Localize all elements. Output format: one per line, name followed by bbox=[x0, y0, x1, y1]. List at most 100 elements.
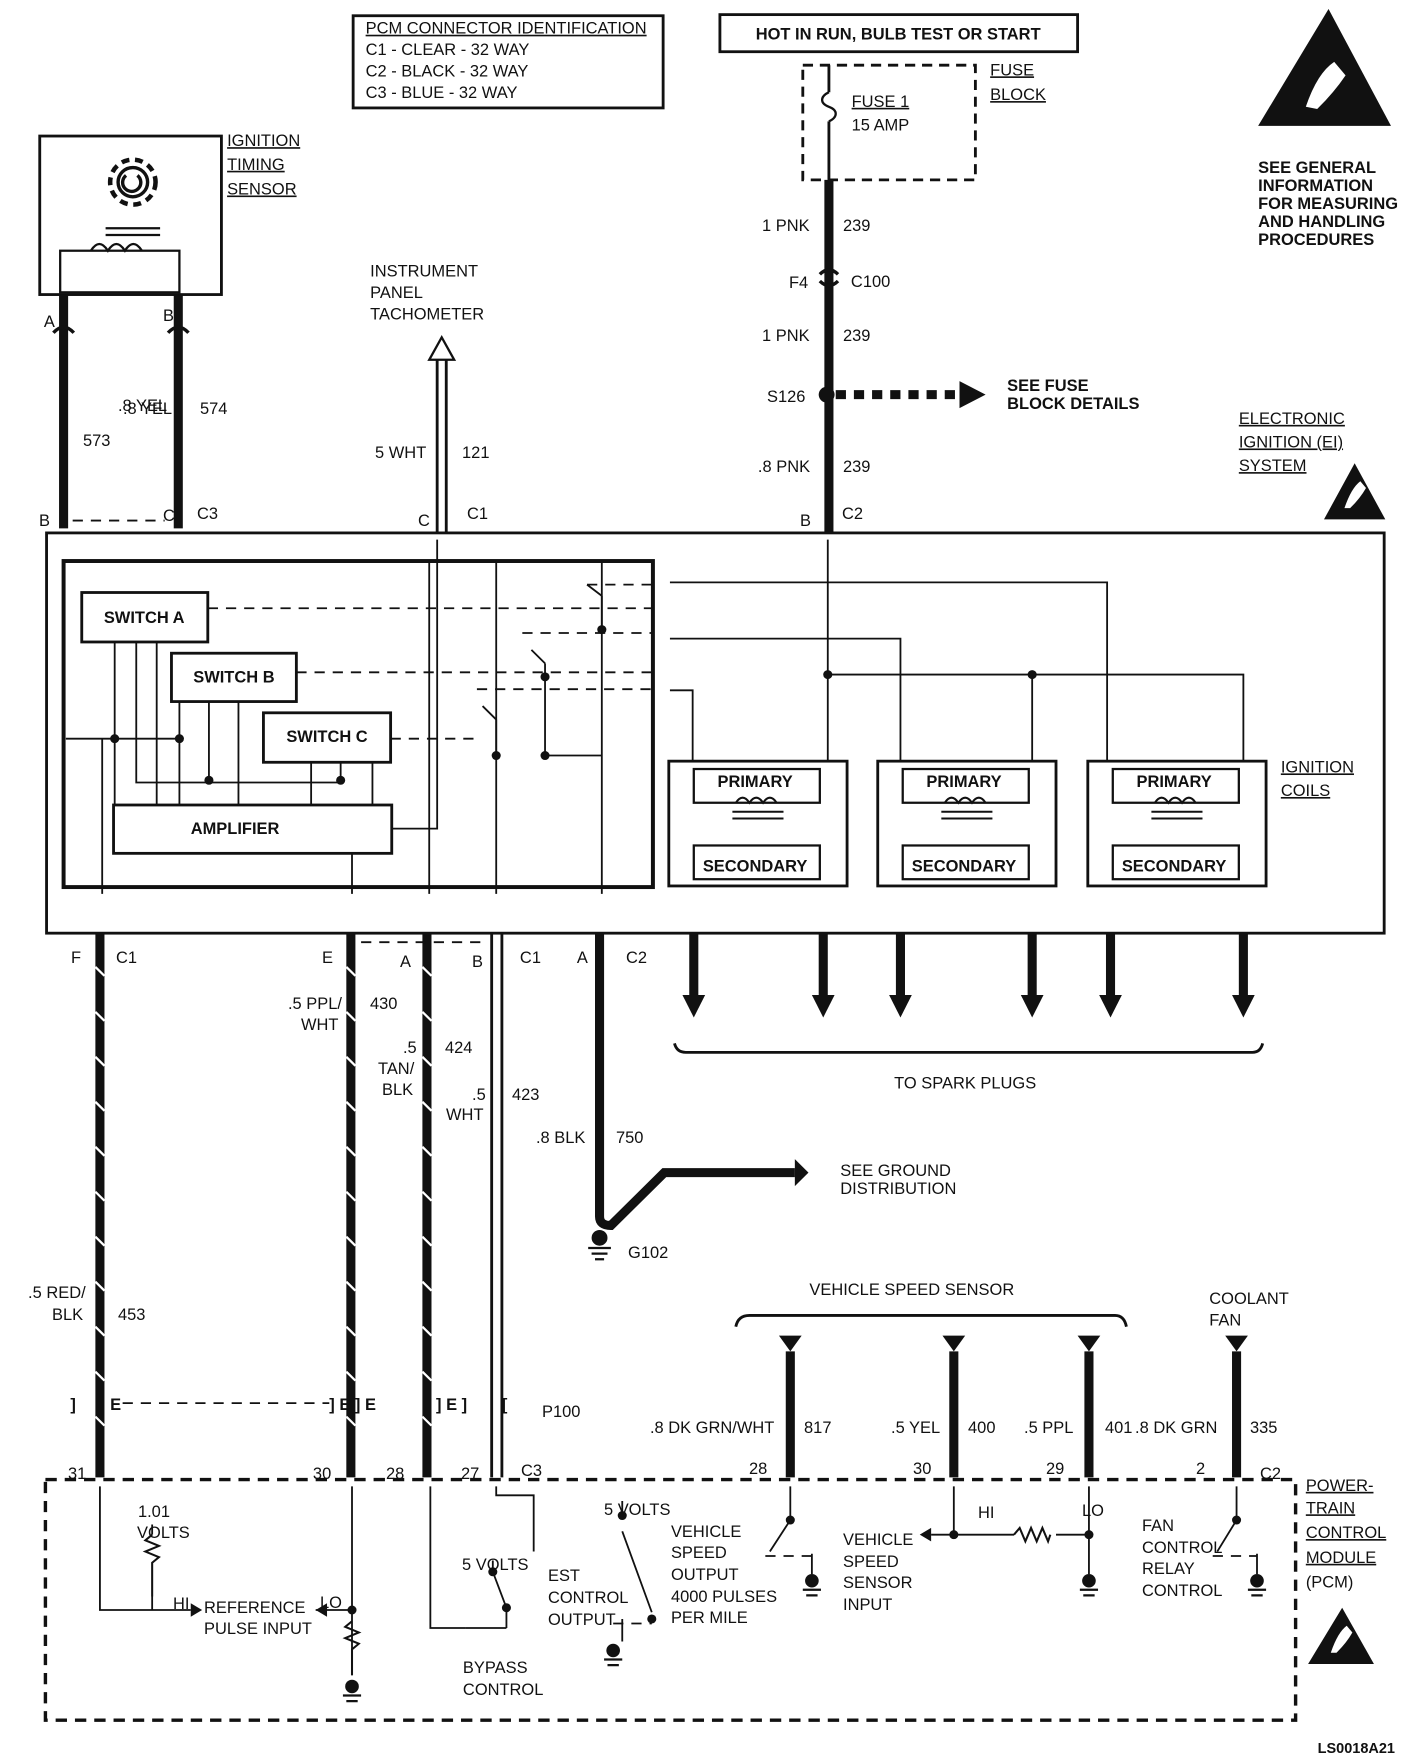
coil-2-primary: PRIMARY bbox=[926, 773, 1001, 791]
wire-label: B bbox=[472, 953, 483, 971]
wire-label: .8 YEL bbox=[118, 397, 167, 415]
wire-label: SENSOR bbox=[843, 1574, 913, 1592]
pcm-label-5: (PCM) bbox=[1306, 1574, 1354, 1592]
sensor-label-1: IGNITION bbox=[227, 132, 300, 150]
wire-label: PULSE INPUT bbox=[204, 1620, 312, 1638]
fuse-details-2: BLOCK DETAILS bbox=[1007, 395, 1139, 413]
fuse-block-outline bbox=[801, 63, 977, 182]
wire-label: OUTPUT bbox=[671, 1566, 739, 1584]
ei-module-box bbox=[45, 531, 1386, 935]
switch-b-label: SWITCH B bbox=[193, 669, 275, 687]
fuse-name: FUSE 1 bbox=[852, 93, 910, 111]
coils-label-2: COILS bbox=[1281, 782, 1330, 800]
wire-label: CONTROL bbox=[548, 1589, 628, 1607]
ground-note-2: DISTRIBUTION bbox=[840, 1180, 956, 1198]
esd-note-3: FOR MEASURING bbox=[1258, 195, 1398, 213]
wire-label: 401 bbox=[1105, 1419, 1132, 1437]
wire-label: C2 bbox=[842, 505, 863, 523]
switch-b-box bbox=[170, 651, 298, 703]
ei-control-box bbox=[61, 559, 655, 890]
wire-label: 750 bbox=[616, 1129, 643, 1147]
wire-label: F4 bbox=[789, 274, 808, 292]
wire-label: 574 bbox=[200, 400, 227, 418]
wire-label: A bbox=[44, 313, 55, 331]
wire-label: 30 bbox=[313, 1465, 331, 1483]
wire-label: .8 DK GRN/WHT bbox=[650, 1419, 774, 1437]
pcm-id-line-3: C3 - BLUE - 32 WAY bbox=[366, 84, 518, 102]
wire-label: C3 bbox=[197, 505, 218, 523]
wire-label: VEHICLE bbox=[843, 1531, 913, 1549]
wire-label: C1 bbox=[520, 949, 541, 967]
wire-label: 5 VOLTS bbox=[604, 1501, 671, 1519]
coil-1-primary: PRIMARY bbox=[717, 773, 792, 791]
pcm-id-line-2: C2 - BLACK - 32 WAY bbox=[366, 63, 529, 81]
wire-label: C bbox=[163, 507, 175, 525]
wire-label: 424 bbox=[445, 1039, 472, 1057]
wire-label: LO bbox=[320, 1594, 342, 1612]
fuse-symbol bbox=[820, 91, 837, 123]
wire-label: LO bbox=[1082, 1502, 1104, 1520]
coil-3-primary: PRIMARY bbox=[1136, 773, 1211, 791]
ground-note-1: SEE GROUND bbox=[840, 1162, 951, 1180]
tach-label-3: TACHOMETER bbox=[370, 305, 484, 323]
switch-a-box bbox=[80, 591, 210, 644]
switch-a-label: SWITCH A bbox=[104, 609, 185, 627]
coil-2-secondary: SECONDARY bbox=[912, 857, 1017, 875]
wire-label: BLK bbox=[52, 1306, 83, 1324]
wire-label: E bbox=[322, 949, 333, 967]
wire-label: C100 bbox=[851, 273, 890, 291]
wire-label: VOLTS bbox=[137, 1524, 190, 1542]
wire-label: S126 bbox=[767, 388, 805, 406]
wire-121 bbox=[435, 359, 448, 533]
wire-label: BLK bbox=[382, 1081, 413, 1099]
pcm-label-4: MODULE bbox=[1306, 1549, 1376, 1567]
harness-wires bbox=[94, 933, 504, 1478]
wire-label: C bbox=[418, 512, 430, 530]
esd-note-1: SEE GENERAL bbox=[1258, 159, 1376, 177]
wire-label: SPEED bbox=[671, 1544, 727, 1562]
ei-label-1: ELECTRONIC bbox=[1239, 410, 1345, 428]
svg-text:] E ] E: ] E ] E bbox=[329, 1396, 376, 1414]
wire-label: 423 bbox=[512, 1086, 539, 1104]
ignition-timing-sensor bbox=[38, 134, 223, 296]
wire-label: B bbox=[800, 512, 811, 530]
wire-label: F bbox=[71, 949, 81, 967]
wire-label: 1.01 bbox=[138, 1503, 170, 1521]
wire-label: REFERENCE bbox=[204, 1599, 306, 1617]
sensor-label-3: SENSOR bbox=[227, 181, 297, 199]
ei-label-2: IGNITION (EI) bbox=[1239, 434, 1343, 452]
coils-label-1: IGNITION bbox=[1281, 758, 1354, 776]
amplifier-box bbox=[112, 803, 394, 855]
esd-note-5: PROCEDURES bbox=[1258, 231, 1374, 249]
ignition-coil-3: PRIMARY SECONDARY bbox=[1086, 759, 1268, 888]
pcm-connector-id-box bbox=[351, 14, 665, 110]
fuse-rating: 15 AMP bbox=[852, 116, 910, 134]
ignition-coil-2: PRIMARY SECONDARY bbox=[876, 759, 1058, 888]
wire-label: A bbox=[400, 953, 411, 971]
wire-label: SPEED bbox=[843, 1553, 899, 1571]
wire-label: TAN/ bbox=[378, 1060, 415, 1078]
wire-label: 27 bbox=[461, 1465, 479, 1483]
wire-label: 817 bbox=[804, 1419, 831, 1437]
wire-label: BYPASS bbox=[463, 1659, 528, 1677]
wire-label: C1 bbox=[467, 505, 488, 523]
wire-label: C3 bbox=[521, 1462, 542, 1480]
sensor-label-2: TIMING bbox=[227, 156, 285, 174]
wire-label: CONTROL bbox=[1142, 1582, 1222, 1600]
esd-note-2: INFORMATION bbox=[1258, 177, 1373, 195]
coolant-fan-2: FAN bbox=[1209, 1312, 1241, 1330]
wire-label: B bbox=[163, 307, 174, 325]
fuse-details-1: SEE FUSE bbox=[1007, 377, 1088, 395]
wire-label: INPUT bbox=[843, 1596, 892, 1614]
wire-label: .5 YEL bbox=[891, 1419, 940, 1437]
wire-label: HI bbox=[173, 1595, 189, 1613]
wire-label: 30 bbox=[913, 1460, 931, 1478]
wire-label: RELAY bbox=[1142, 1560, 1195, 1578]
pcm-label-3: CONTROL bbox=[1306, 1524, 1386, 1542]
diagram-code: LS0018A21 bbox=[1318, 1741, 1395, 1757]
switch-c-label: SWITCH C bbox=[286, 728, 368, 746]
coil-1-secondary: SECONDARY bbox=[703, 857, 808, 875]
wire-750 bbox=[595, 933, 795, 1230]
wire-label: 29 bbox=[1046, 1460, 1064, 1478]
